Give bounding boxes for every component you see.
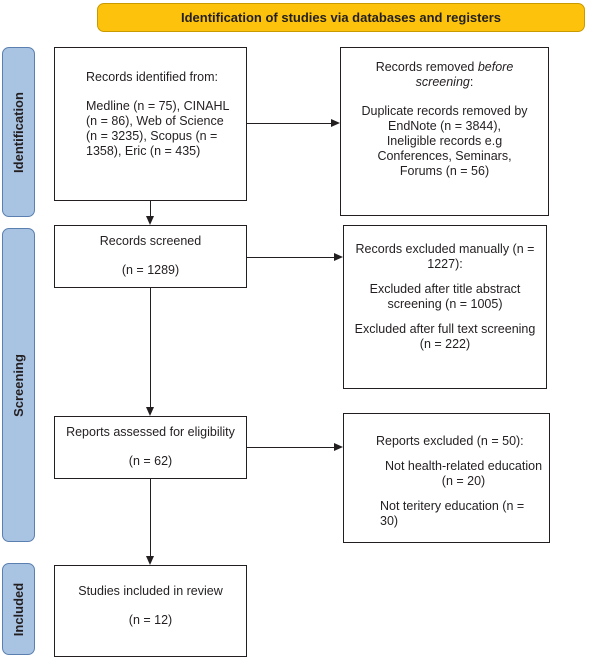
phase-identification: Identification — [2, 47, 35, 217]
phase-identification-label: Identification — [11, 91, 27, 173]
reports-excluded-box: Reports excluded (n = 50): Not health-re… — [343, 413, 550, 543]
records-identified-details: Medline (n = 75), CINAHL (n = 86), Web o… — [86, 99, 229, 158]
header-title: Identification of studies via databases … — [180, 10, 502, 25]
studies-included-title: Studies included in review — [78, 584, 223, 598]
duplicates-removed: Duplicate records removed by EndNote (n … — [361, 104, 528, 133]
not-health-related: Not health-related education (n = 20) — [384, 459, 543, 488]
not-tertiary: Not teritery education (n = 30) — [380, 499, 525, 528]
records-screened-box: Records screened (n = 1289) — [54, 225, 247, 288]
identification-header: Identification of studies via databases … — [97, 3, 585, 32]
records-identified-title: Records identified from: — [86, 70, 219, 84]
reports-assessed-title: Reports assessed for eligibility — [66, 425, 235, 439]
arrow-identified-screened — [146, 216, 154, 225]
excluded-full-text: Excluded after full text screening (n = … — [354, 322, 536, 351]
connector-identified-screened — [150, 201, 151, 216]
ineligible-removed: Ineligible records e.g Conferences, Semi… — [377, 134, 512, 178]
arrow-screened-excluded — [334, 253, 343, 261]
reports-excluded-title: Reports excluded (n = 50): — [376, 434, 524, 448]
records-removed-box: Records removed before screening: Duplic… — [340, 47, 549, 216]
phase-included: Included — [2, 563, 35, 655]
studies-included-box: Studies included in review (n = 12) — [54, 565, 247, 657]
records-screened-title: Records screened — [99, 234, 202, 248]
records-screened-count: (n = 1289) — [121, 263, 180, 277]
connector-identified-removed — [247, 123, 331, 124]
phase-screening-label: Screening — [11, 353, 27, 417]
records-removed-title: Records removed before screening: — [375, 60, 514, 89]
connector-screened-excluded — [247, 257, 334, 258]
arrow-screened-assessed — [146, 407, 154, 416]
connector-assessed-excluded — [247, 447, 334, 448]
excluded-title-abstract: Excluded after title abstract screening … — [369, 282, 521, 311]
phase-included-label: Included — [11, 582, 27, 636]
reports-assessed-box: Reports assessed for eligibility (n = 62… — [54, 416, 247, 479]
studies-included-count: (n = 12) — [128, 613, 173, 627]
records-excluded-box: Records excluded manually (n = 1227): Ex… — [343, 225, 547, 389]
arrow-identified-removed — [331, 119, 340, 127]
connector-screened-assessed — [150, 288, 151, 407]
arrow-assessed-excluded — [334, 443, 343, 451]
arrow-assessed-included — [146, 556, 154, 565]
connector-assessed-included — [150, 479, 151, 556]
phase-screening: Screening — [2, 228, 35, 542]
reports-assessed-count: (n = 62) — [128, 454, 173, 468]
records-excluded-title: Records excluded manually (n = 1227): — [355, 242, 535, 271]
records-identified-box: Records identified from: Medline (n = 75… — [54, 47, 247, 201]
